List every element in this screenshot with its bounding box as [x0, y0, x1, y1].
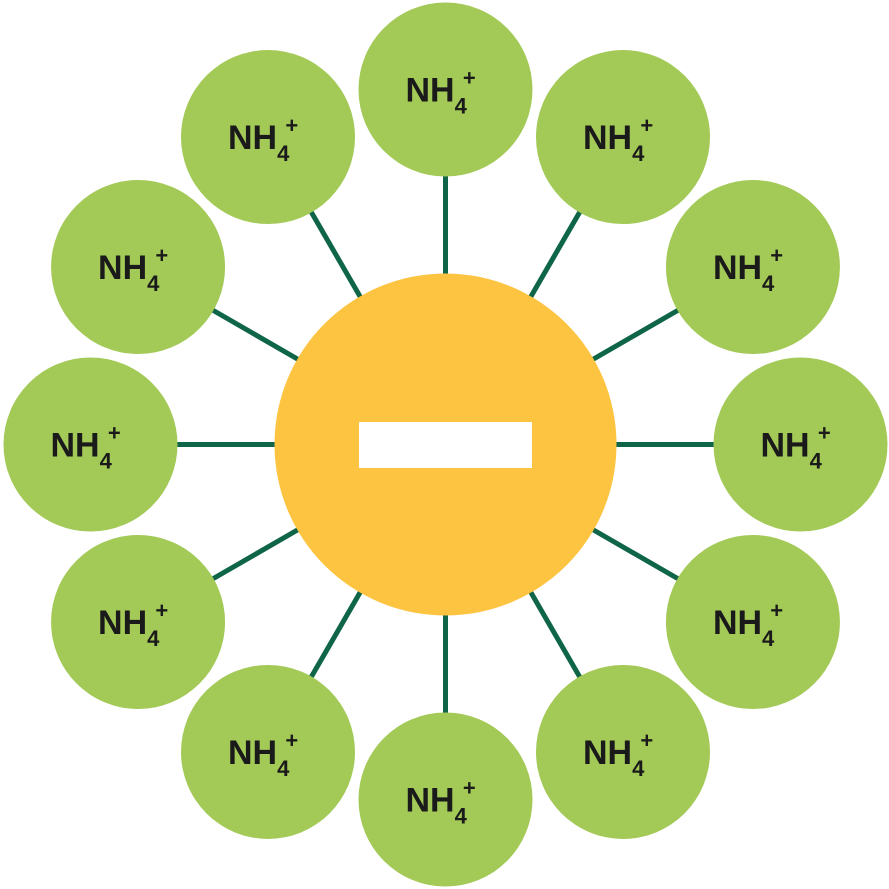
ion-formula-superscript: +	[463, 776, 476, 801]
ammonium-ion: NH4 +	[181, 50, 355, 225]
ion-formula-base: NH	[98, 249, 147, 287]
ion-formula-base: NH	[98, 604, 147, 642]
ion-formula-subscript: 4	[810, 449, 823, 474]
ammonium-ion: NH4 +	[536, 50, 710, 225]
ion-circle	[3, 357, 178, 532]
ammonium-ion: NH4 +	[3, 357, 178, 532]
ammonium-ion: NH4 +	[51, 535, 226, 709]
ion-formula-base: NH	[713, 249, 762, 287]
ion-label: NH4 +	[583, 113, 653, 166]
ion-formula-superscript: +	[285, 728, 298, 753]
ion-formula-subscript: 4	[762, 271, 775, 296]
ion-formula-subscript: 4	[100, 449, 113, 474]
ion-circle	[358, 2, 533, 177]
ion-formula-superscript: +	[285, 113, 298, 138]
ammonium-ion: NH4 +	[665, 180, 840, 354]
ion-circle	[536, 50, 710, 225]
ion-formula-subscript: 4	[455, 804, 468, 829]
ion-formula-superscript: +	[770, 598, 783, 623]
ion-circle	[358, 712, 533, 887]
ion-circle	[181, 50, 355, 225]
ammonium-ion: NH4 +	[536, 664, 710, 839]
ion-label: NH4 +	[761, 421, 831, 474]
ammonium-ion: NH4 +	[358, 712, 533, 887]
ion-formula-superscript: +	[640, 113, 653, 138]
ion-formula-superscript: +	[155, 243, 168, 268]
ion-formula-superscript: +	[108, 421, 121, 446]
connector-line	[526, 587, 584, 682]
ion-formula-subscript: 4	[147, 626, 160, 651]
ion-formula-base: NH	[583, 734, 632, 772]
ion-formula-superscript: +	[463, 66, 476, 91]
ion-formula-base: NH	[228, 734, 277, 772]
ion-formula-subscript: 4	[762, 626, 775, 651]
ion-circle	[51, 180, 226, 354]
ion-label: NH4 +	[228, 728, 298, 781]
ion-label: NH4 +	[583, 728, 653, 781]
ion-circle	[665, 180, 840, 354]
ion-formula-base: NH	[713, 604, 762, 642]
minus-sign-icon	[359, 422, 532, 468]
connectors	[173, 172, 718, 717]
ions: NH4+NH4+NH4+NH4+NH4+NH4+NH4+NH4+NH4+NH4+…	[3, 2, 888, 887]
ion-circle	[665, 535, 840, 709]
ion-label: NH4 +	[406, 776, 476, 829]
central-anion	[274, 273, 617, 616]
connector-line	[208, 306, 303, 364]
ion-label: NH4 +	[228, 113, 298, 166]
ion-formula-superscript: +	[770, 243, 783, 268]
ion-formula-base: NH	[583, 119, 632, 157]
ammonium-ion: NH4 +	[713, 357, 888, 532]
ammonium-ion: NH4 +	[665, 535, 840, 709]
ion-label: NH4 +	[713, 243, 783, 296]
ion-formula-subscript: 4	[632, 141, 645, 166]
connector-line	[307, 587, 365, 682]
ion-label: NH4 +	[51, 421, 121, 474]
ion-formula-superscript: +	[818, 421, 831, 446]
ion-label: NH4 +	[98, 598, 168, 651]
ammonium-ion: NH4 +	[181, 664, 355, 839]
ion-formula-base: NH	[406, 782, 455, 820]
ammonium-ion: NH4 +	[51, 180, 226, 354]
ion-formula-subscript: 4	[632, 756, 645, 781]
ion-circle	[181, 664, 355, 839]
ion-formula-base: NH	[761, 427, 810, 465]
ion-circle	[51, 535, 226, 709]
ion-circle	[536, 664, 710, 839]
ammonium-ion: NH4 +	[358, 2, 533, 177]
ion-label: NH4 +	[713, 598, 783, 651]
connector-line	[307, 207, 365, 302]
ion-formula-superscript: +	[640, 728, 653, 753]
ion-formula-base: NH	[51, 427, 100, 465]
ion-formula-base: NH	[228, 119, 277, 157]
connector-line	[588, 306, 683, 364]
connector-line	[588, 525, 683, 583]
ion-formula-subscript: 4	[277, 756, 290, 781]
connector-line	[208, 525, 303, 583]
connector-line	[526, 207, 584, 302]
ion-label: NH4 +	[406, 66, 476, 119]
ion-formula-superscript: +	[155, 598, 168, 623]
ion-formula-subscript: 4	[277, 141, 290, 166]
ion-circle	[713, 357, 888, 532]
ion-label: NH4 +	[98, 243, 168, 296]
ion-formula-base: NH	[406, 72, 455, 110]
ion-formula-subscript: 4	[147, 271, 160, 296]
ion-formula-subscript: 4	[455, 94, 468, 119]
